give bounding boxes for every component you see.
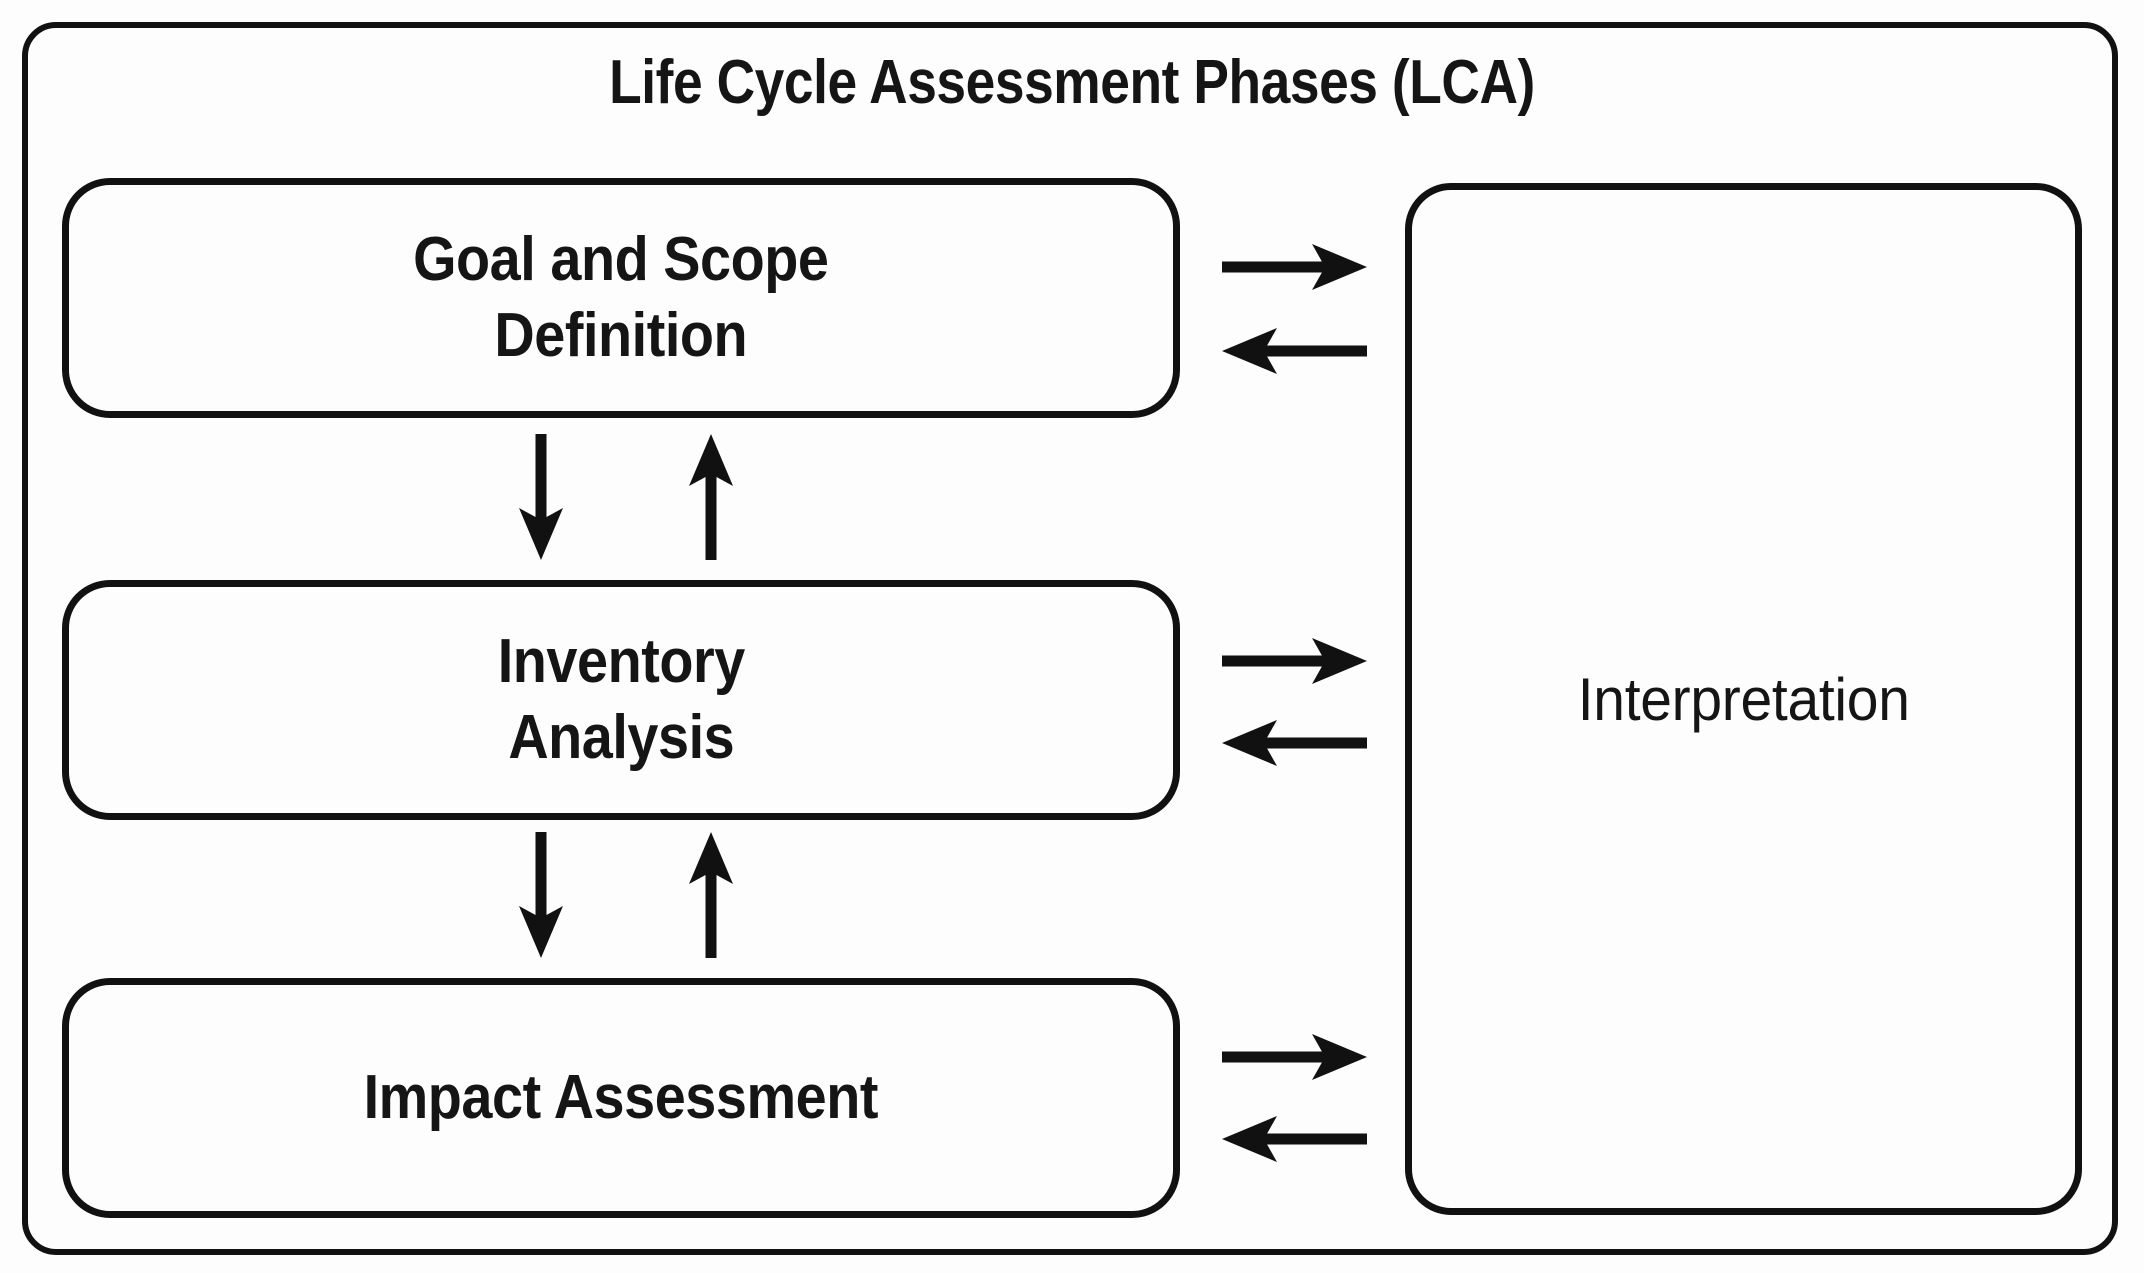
phase-label-goal-and-scope-definition: Goal and Scope Definition [413, 225, 829, 370]
arrow-right-icon-impact-to-interpretation [1222, 1028, 1367, 1086]
phase-box-goal-and-scope-definition: Goal and Scope Definition [62, 178, 1180, 418]
arrow-left-icon-interpretation-to-goal [1222, 322, 1367, 380]
arrow-down-icon-inventory-to-impact [512, 832, 570, 958]
arrow-down-icon-goal-to-inventory [512, 434, 570, 560]
phase-box-impact-assessment: Impact Assessment [62, 978, 1180, 1218]
interpretation-box: Interpretation [1405, 183, 2082, 1215]
phase-box-inventory-analysis: Inventory Analysis [62, 580, 1180, 820]
phase-label-inventory-analysis: Inventory Analysis [497, 627, 745, 772]
arrow-right-icon-inventory-to-interpretation [1222, 632, 1367, 690]
arrow-left-icon-interpretation-to-inventory [1222, 714, 1367, 772]
arrow-up-icon-inventory-to-goal [682, 434, 740, 560]
phase-label-impact-assessment: Impact Assessment [363, 1063, 879, 1133]
page-title: Life Cycle Assessment Phases (LCA) [609, 48, 1535, 117]
interpretation-label: Interpretation [1577, 665, 1910, 733]
arrow-up-icon-impact-to-inventory [682, 832, 740, 958]
arrow-right-icon-goal-to-interpretation [1222, 238, 1367, 296]
arrow-left-icon-interpretation-to-impact [1222, 1110, 1367, 1168]
